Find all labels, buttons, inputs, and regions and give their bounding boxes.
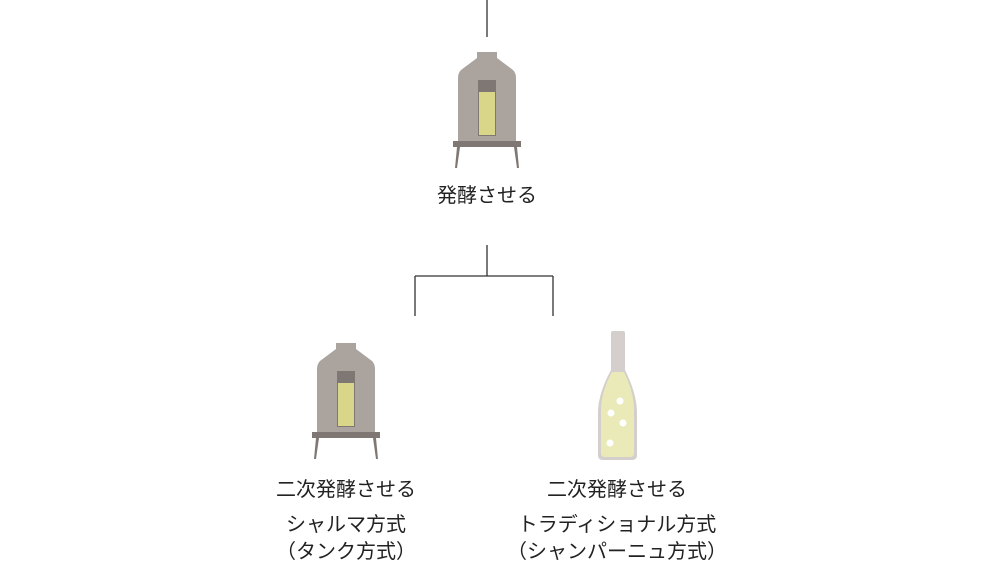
method-alt-label: （タンク方式） [276, 539, 416, 563]
connector-lines [414, 0, 554, 316]
tank-icon [312, 343, 380, 459]
bottle-icon [598, 331, 637, 460]
method-alt-label: （シャンパーニュ方式） [507, 539, 727, 563]
method-step-label: 二次発酵させる [547, 477, 687, 501]
tank-icon [453, 52, 521, 168]
step-ferment-label: 発酵させる [437, 183, 537, 207]
method-step-label: 二次発酵させる [276, 477, 416, 501]
method-name-label: トラディショナル方式 [517, 512, 717, 536]
method-name-label: シャルマ方式 [286, 512, 406, 536]
